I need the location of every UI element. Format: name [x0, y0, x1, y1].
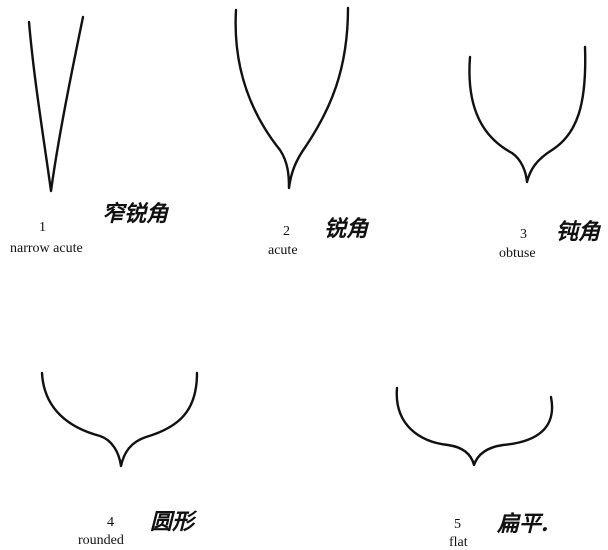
item-5-number: 5 [454, 518, 461, 532]
item-2-label: acute [268, 244, 298, 258]
item-3-number: 3 [520, 228, 527, 242]
item-5-label: flat [449, 536, 468, 550]
item-4-label: rounded [78, 534, 124, 548]
item-2-chinese-annotation: 锐角 [324, 217, 368, 241]
flat-outline [397, 388, 552, 465]
item-4-chinese-annotation: 圆形 [150, 510, 194, 534]
item-1-label: narrow acute [10, 242, 83, 256]
item-3-chinese-annotation: 钝角 [556, 220, 600, 244]
acute-outline [236, 8, 348, 188]
item-2-number: 2 [283, 225, 290, 239]
obtuse-outline [469, 47, 585, 182]
item-4-number: 4 [107, 516, 114, 530]
item-1-chinese-annotation: 窄锐角 [102, 202, 168, 226]
narrow-acute-outline [29, 17, 83, 191]
item-3-label: obtuse [499, 247, 536, 261]
rounded-outline [42, 373, 197, 466]
item-5-chinese-annotation: 扁平. [497, 512, 549, 536]
item-1-number: 1 [39, 221, 46, 235]
